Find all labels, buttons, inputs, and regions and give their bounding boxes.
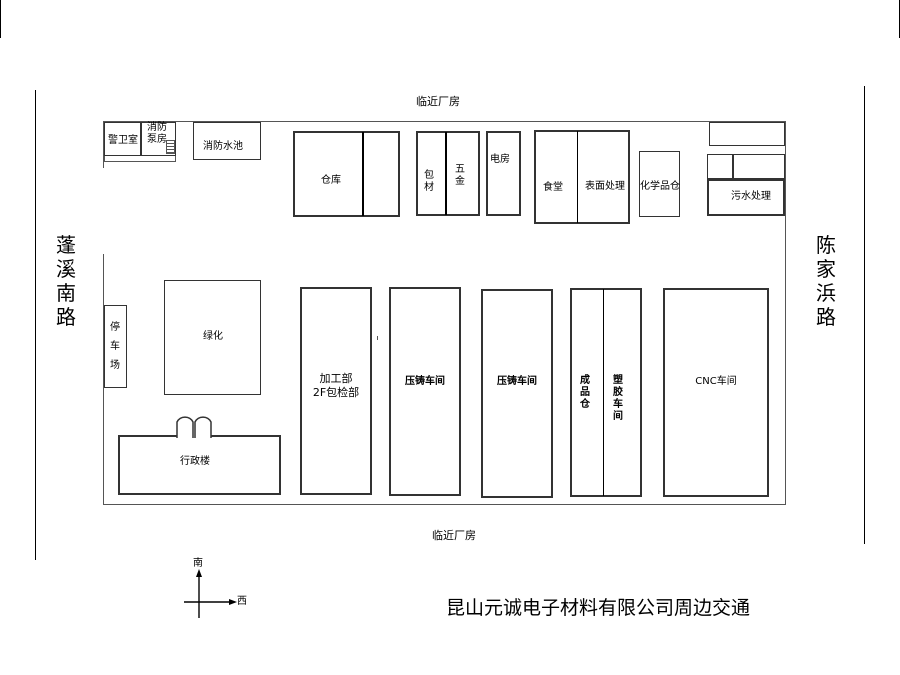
page-title: 昆山元诚电子材料有限公司周边交通 [446,597,751,619]
site-boundary [103,121,786,505]
sewage-treatment [707,179,785,216]
greening-label: 绿化 [203,331,223,342]
admin-entrance-cover [177,432,211,438]
packaging-hardware-divider [445,132,447,215]
guard-room-underline [104,156,176,162]
right-road-label: 陈家浜路 [816,233,836,329]
top-neighbor-label: 临近厂房 [416,95,460,108]
fire-pump-room-label: 消防泵房 [147,122,167,145]
die-casting-workshop-1 [389,287,461,496]
hardware-label: 五金 [455,164,465,187]
greening-area [164,280,261,395]
packaging-hardware-block [416,131,480,216]
processing-building-label: 加工部 2F包检部 [300,372,372,400]
cnc-workshop-label: CNC车间 [695,376,737,387]
processing-line1: 加工部 [319,372,353,385]
bottom-neighbor-label: 临近厂房 [432,529,476,542]
compass-west-label: 西 [237,596,247,607]
admin-building-label: 行政楼 [180,456,210,467]
compass-south-label: 南 [193,558,203,569]
warehouse-divider [362,132,364,216]
warehouse-label: 仓库 [321,175,341,186]
left-road-line [35,90,36,560]
canteen-label: 食堂 [543,182,563,193]
canteen-surface-divider [577,131,578,223]
parking-lot-label: 停车场 [110,322,120,371]
fire-pump-stairs-icon [166,140,175,154]
site-gate-opening [101,168,105,254]
processing-line2: 2F包检部 [312,386,360,399]
processing-building [300,287,372,495]
processing-side-tick [377,336,378,340]
power-room-label: 电房 [490,154,510,165]
compass-arrows-icon [184,569,237,618]
left-road-label: 蓬溪南路 [56,233,76,329]
fire-pool [193,122,261,160]
warehouse [293,131,400,217]
sewage-treatment-label: 污水处理 [731,191,771,202]
right-road-line [864,86,865,544]
tank-left [707,154,733,179]
power-room [486,131,521,216]
admin-entrance-door-icon [172,416,216,438]
fire-pool-label: 消防水池 [203,141,243,152]
plastic-workshop-label: 塑胶车间 [613,375,623,422]
surface-treatment-label: 表面处理 [585,181,625,192]
chemicals-warehouse [639,151,680,217]
top-right-structure [709,122,785,146]
guard-room-label: 警卫室 [108,135,138,146]
finished-plastic-divider [603,289,604,496]
finished-goods-label: 成品仓 [580,375,590,410]
chemicals-warehouse-label: 化学品仓 [640,181,680,192]
finished-plastic-block [570,288,642,497]
die-casting-workshop-2-label: 压铸车间 [497,376,537,387]
die-casting-workshop-2 [481,289,553,498]
cnc-workshop [663,288,769,497]
guard-room [104,122,141,156]
parking-lot [104,305,127,388]
packaging-label: 包材 [424,170,434,193]
die-casting-workshop-1-label: 压铸车间 [405,376,445,387]
tank-right [733,154,785,179]
canteen-surface-block [534,130,630,224]
frame-left-edge [0,0,1,38]
